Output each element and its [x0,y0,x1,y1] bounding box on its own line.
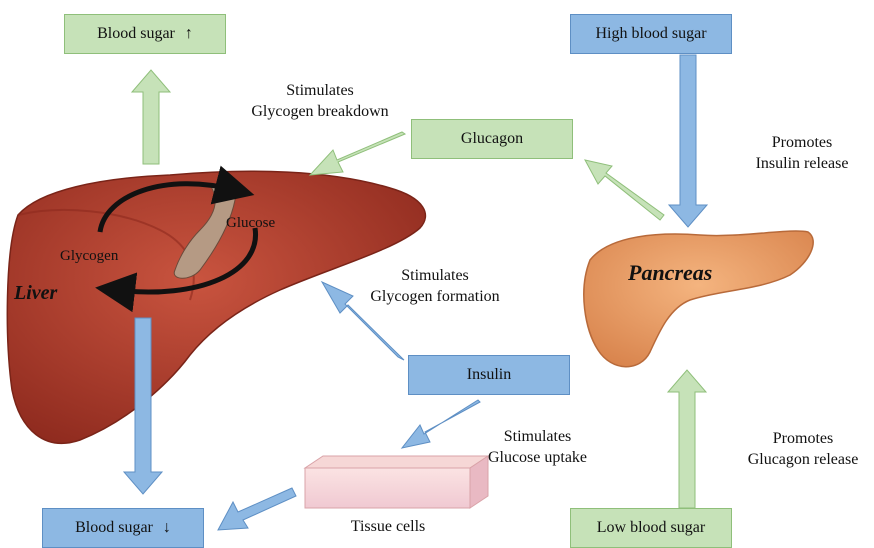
caption-line: Glycogen formation [340,286,530,307]
high-blood-sugar-box: High blood sugar [570,14,732,54]
blood-sugar-down-box: Blood sugar ↓ [42,508,204,548]
high-blood-sugar-label: High blood sugar [595,25,706,43]
low-blood-sugar-label: Low blood sugar [597,519,705,537]
caption-glycogen-breakdown: Stimulates Glycogen breakdown [225,80,415,122]
caption-glucose-uptake: Stimulates Glucose uptake [455,426,620,468]
caption-tissue-cells: Tissue cells [318,516,458,537]
glucose-label: Glucose [226,215,275,232]
caption-promotes-glucagon: Promotes Glucagon release [732,428,874,470]
caption-line: Glycogen breakdown [225,101,415,122]
insulin-label: Insulin [467,366,511,384]
caption-line: Glucose uptake [455,447,620,468]
liver-illustration [7,171,425,443]
blood-sugar-up-box: Blood sugar ↑ [64,14,226,54]
caption-line: Insulin release [732,153,872,174]
caption-line: Stimulates [225,80,415,101]
caption-glycogen-formation: Stimulates Glycogen formation [340,265,530,307]
liver-label: Liver [14,282,57,305]
caption-line: Stimulates [455,426,620,447]
glucagon-label: Glucagon [461,130,523,148]
low-blood-sugar-box: Low blood sugar [570,508,732,548]
caption-line: Promotes [732,428,874,449]
pancreas-label: Pancreas [628,260,712,286]
caption-line: Glucagon release [732,449,874,470]
blood-sugar-up-label: Blood sugar [97,25,175,43]
glycogen-label: Glycogen [60,248,118,265]
glucagon-box: Glucagon [411,119,573,159]
blood-sugar-down-label: Blood sugar [75,519,153,537]
pancreas-illustration [584,231,813,367]
caption-promotes-insulin: Promotes Insulin release [732,132,872,174]
caption-line: Promotes [732,132,872,153]
up-arrow-icon: ↑ [185,25,193,43]
caption-line: Stimulates [340,265,530,286]
down-arrow-icon: ↓ [163,519,171,537]
insulin-box: Insulin [408,355,570,395]
